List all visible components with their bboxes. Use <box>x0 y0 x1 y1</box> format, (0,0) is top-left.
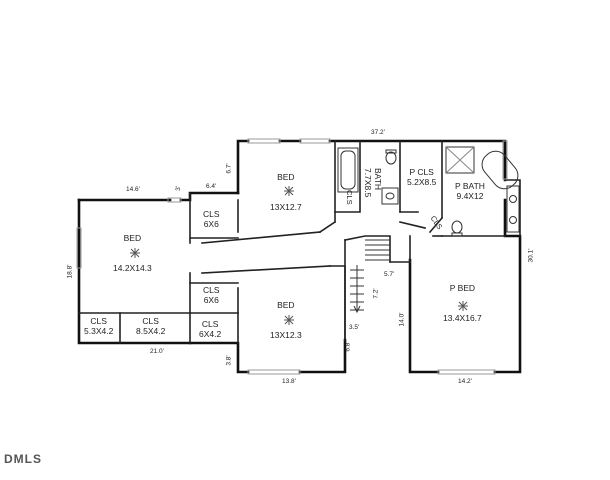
room-label-bed-top: BED 13X12.7 <box>270 172 302 212</box>
room-size: 7.7X8.5 <box>363 168 373 198</box>
dmls-logo: DMLS <box>4 452 42 466</box>
room-name: P BED <box>449 283 476 293</box>
dimension-label: 30.1' <box>527 248 535 263</box>
room-label-bed-bottom: BED 13X12.3 <box>270 300 302 340</box>
room-name: BED <box>277 300 295 310</box>
room-label-cls-b: CLS 6X6 <box>203 285 220 305</box>
fan-icon <box>458 301 468 311</box>
room-size: 5.3X4.2 <box>84 326 114 336</box>
fan-icon <box>130 248 140 258</box>
interior-walls <box>78 140 521 344</box>
windows <box>76 138 508 375</box>
dimension-label: 14.2' <box>458 378 472 385</box>
room-size: 13.4X16.7 <box>443 313 482 323</box>
room-name: CLS <box>203 209 220 219</box>
room-label-cls-c: CLS 6X4.2 <box>199 319 221 339</box>
room-name: CLS <box>203 285 220 295</box>
fan-icon <box>284 186 294 196</box>
dimension-label: 14.6' <box>126 186 140 193</box>
dimension-label: 18.8' <box>66 264 74 279</box>
dimension-label: 37.2' <box>371 129 385 136</box>
room-name: P CLS <box>409 167 434 177</box>
dimension-label: 3' <box>174 186 182 191</box>
fixtures <box>337 146 520 237</box>
fan-icon <box>284 315 294 325</box>
ceiling-fans <box>130 186 468 325</box>
room-label-p-cls: P CLS 5.2X8.5 <box>407 167 436 187</box>
room-label-bath: BATH 7.7X8.5 <box>363 168 383 197</box>
stairs <box>350 239 390 314</box>
room-size: 14.2X14.3 <box>113 263 152 273</box>
room-name: BED <box>277 172 295 182</box>
room-size: 6X4.2 <box>199 329 222 339</box>
room-name: BED <box>123 233 142 243</box>
dimension-label: 6.7' <box>225 163 233 174</box>
dimension-label: 13.8' <box>282 378 296 385</box>
room-label-cls-a: CLS 6X6 <box>203 209 220 229</box>
room-label-cls-e: CLS 8.5X4.2 <box>136 316 165 336</box>
dimension-label: 6.4' <box>206 183 217 190</box>
room-label-cls-d: CLS 5.3X4.2 <box>84 316 113 336</box>
room-size: 6X6 <box>203 219 219 229</box>
dimension-label: 3.8' <box>225 355 233 366</box>
room-name: CLS <box>345 190 354 205</box>
room-name: CLS <box>142 316 159 326</box>
dimension-label: 6.8' <box>344 341 352 352</box>
room-size: 5.2X8.5 <box>407 177 437 187</box>
room-size: 9.4X12 <box>456 191 484 201</box>
dimension-label: 3.5' <box>349 324 360 331</box>
dimension-label: 5.7' <box>384 271 395 278</box>
room-label-p-bed: P BED 13.4X16.7 <box>443 283 482 323</box>
room-name: BATH <box>373 168 383 191</box>
room-size: 13X12.7 <box>270 202 302 212</box>
dimension-label: 7.2' <box>372 288 380 299</box>
room-label-bed-left: BED 14.2X14.3 <box>113 233 152 273</box>
room-size: 8.5X4.2 <box>136 326 166 336</box>
room-name: P BATH <box>455 181 485 191</box>
room-size: 6X6 <box>203 295 219 305</box>
room-name: CLS <box>90 316 107 326</box>
room-label-cls-small1: CLS <box>344 190 354 205</box>
room-name: CLS <box>201 319 219 329</box>
dimension-label: 14.0' <box>398 312 406 327</box>
room-size: 13X12.3 <box>270 330 302 340</box>
room-label-p-bath: P BATH 9.4X12 <box>455 181 485 201</box>
dimension-label: 21.0' <box>150 348 164 355</box>
